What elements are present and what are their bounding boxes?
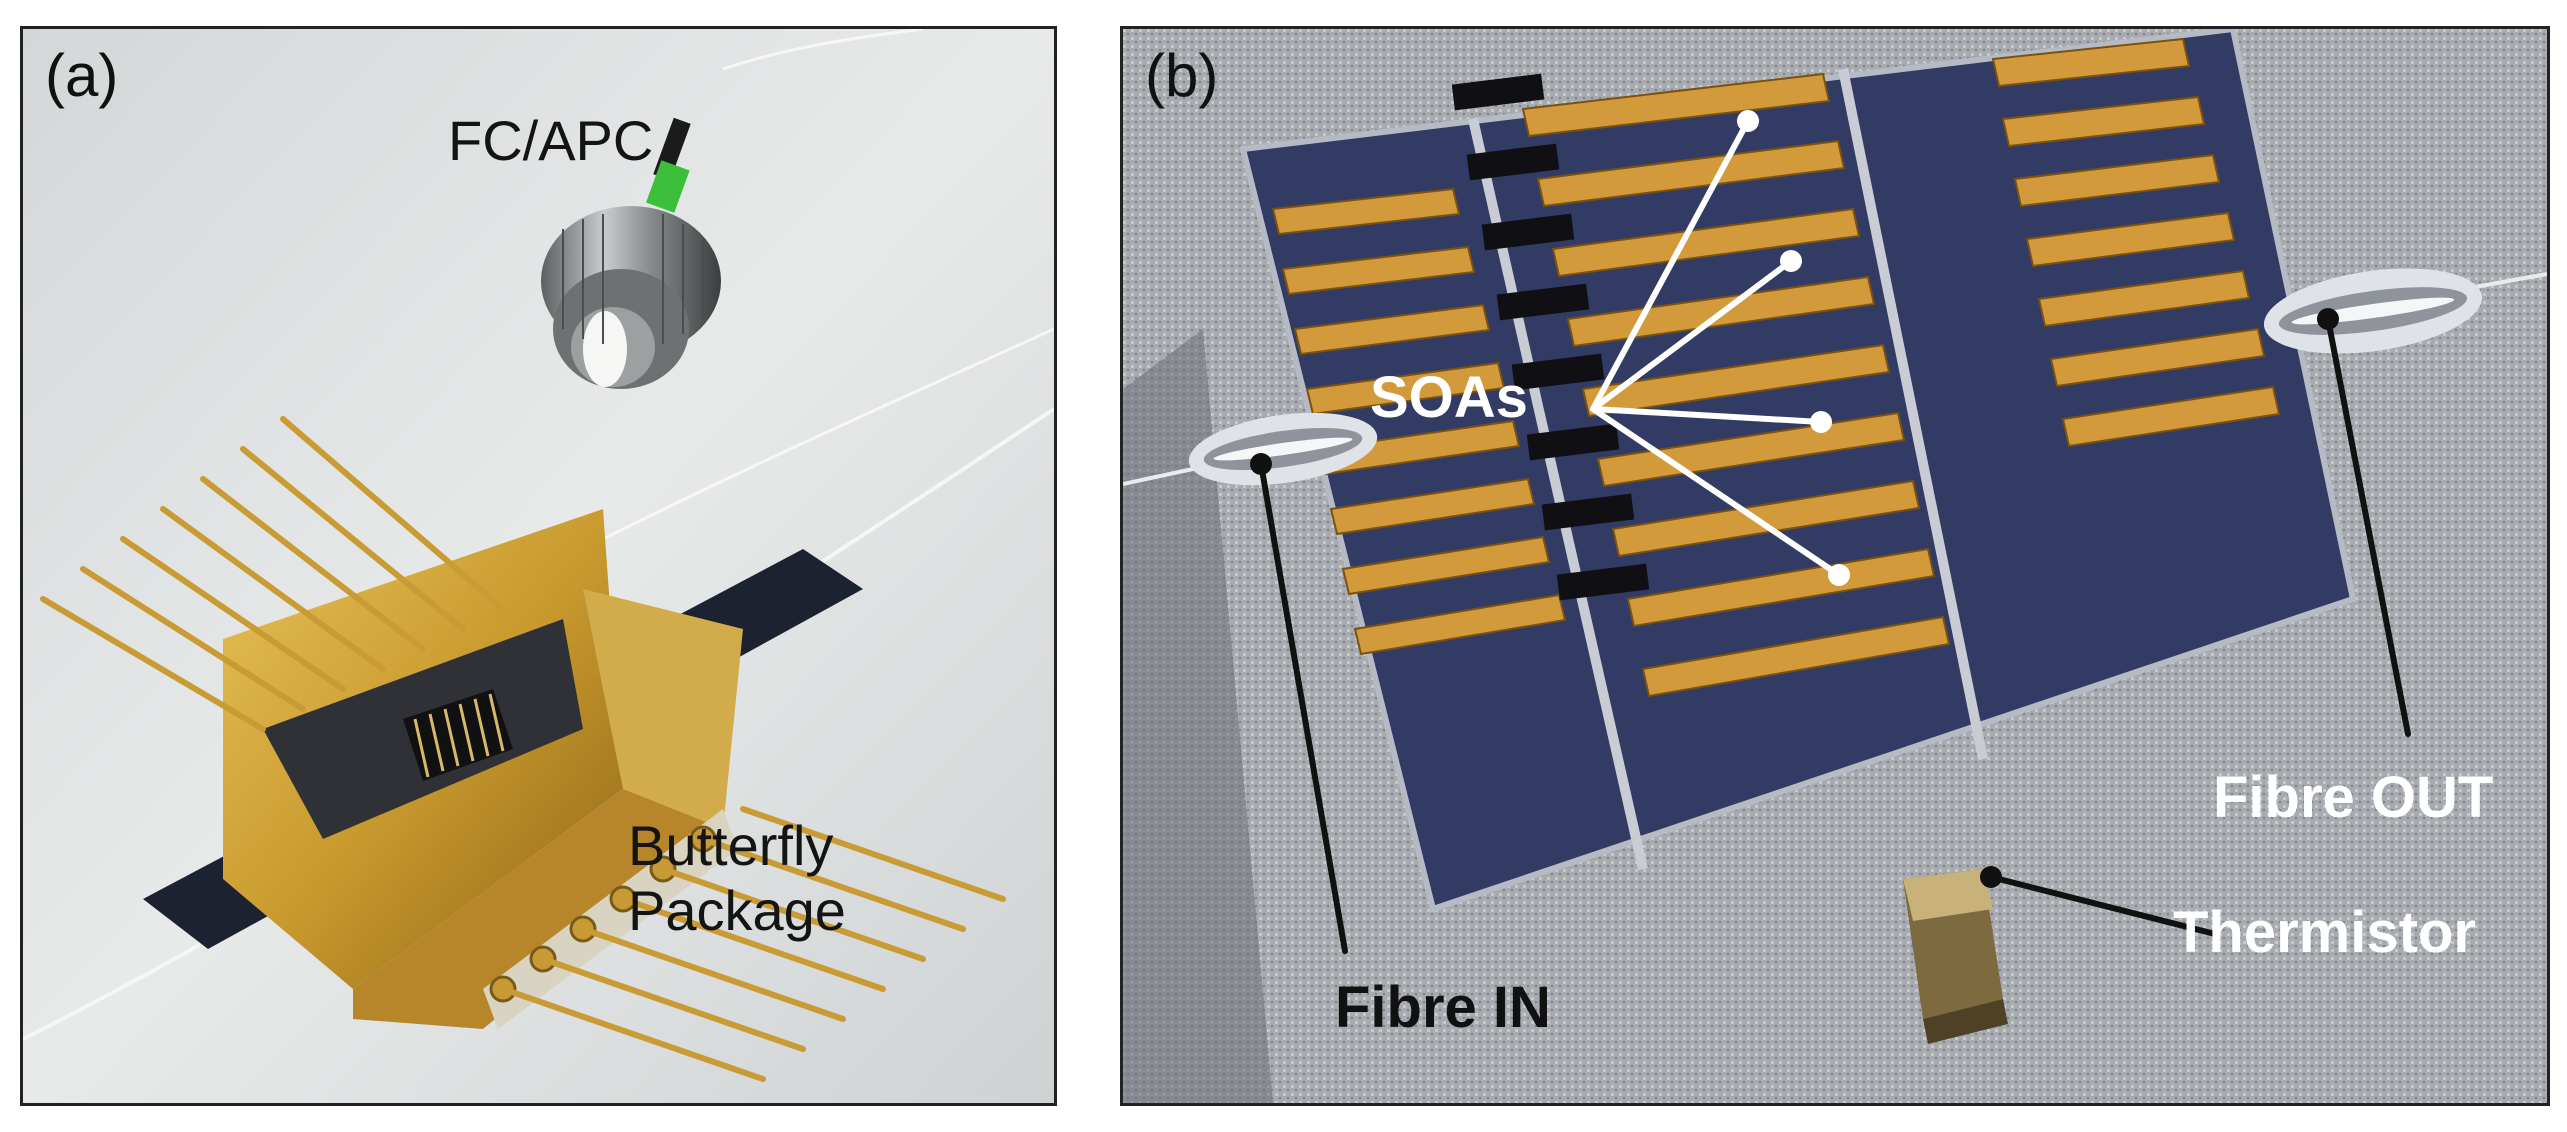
butterfly-package-illustration (23, 29, 1054, 1103)
panel-a-butterfly-photo: (a) FC/APC Butterfly Package (20, 26, 1057, 1106)
thermistor (1903, 869, 2008, 1044)
package-pins-right (500, 806, 1006, 1082)
thermistor-label: Thermistor (2173, 900, 2476, 965)
package-pins-left (40, 416, 506, 732)
panel-b-chip-micrograph: (b) SOAs Fibre IN Fibre OUT Thermistor (1120, 26, 2550, 1106)
soa-pointer-lines (1590, 118, 1842, 578)
fc-apc-connector (541, 117, 721, 389)
fc-apc-label: FC/APC (448, 109, 654, 172)
panel-b-tag: (b) (1145, 42, 1219, 109)
soas-label: SOAs (1370, 365, 1528, 430)
fibre-out-label: Fibre OUT (2213, 765, 2494, 830)
photonic-chip (1239, 29, 2357, 913)
fibre-out-pointer (2325, 316, 2411, 737)
chip-micrograph-illustration (1123, 29, 2547, 1103)
fibre-in-pointer (1258, 461, 1348, 954)
fibre-in-label: Fibre IN (1335, 975, 1551, 1040)
fibre-in (1123, 412, 1378, 486)
butterfly-package-label: Butterfly Package (628, 814, 846, 942)
butterfly-package (143, 509, 863, 1029)
panel-a-tag: (a) (45, 42, 119, 109)
thermistor-pointer (1988, 874, 2218, 937)
